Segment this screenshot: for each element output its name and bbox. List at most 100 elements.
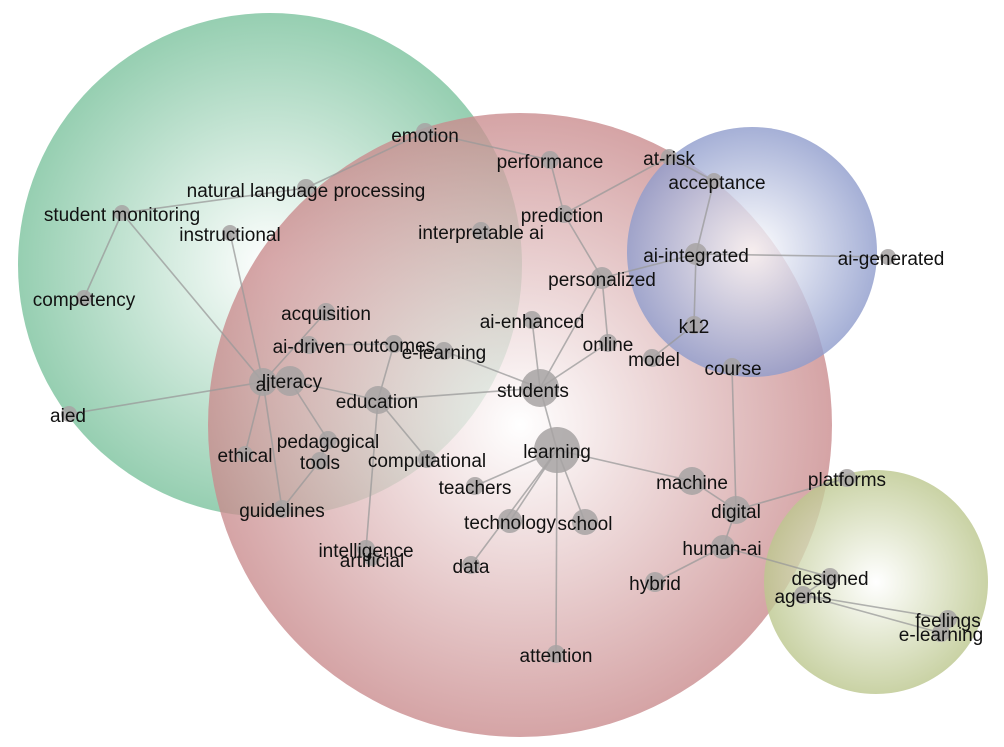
node-label-at-risk: at-risk — [643, 149, 695, 170]
node-label-platforms: platforms — [808, 470, 886, 491]
node-e-learning[interactable] — [435, 342, 453, 360]
edge-aied-ai — [68, 381, 264, 415]
node-attention[interactable] — [547, 645, 565, 663]
node-label-competency: competency — [33, 290, 136, 311]
node-outcomes[interactable] — [385, 335, 403, 353]
node-label-tools: tools — [300, 453, 340, 474]
node-acquisition[interactable] — [317, 303, 335, 321]
edge-learning-machine — [556, 449, 693, 482]
edge-emotion-performance — [424, 131, 551, 161]
node-interpretable-ai[interactable] — [472, 222, 490, 240]
node-acceptance[interactable] — [706, 173, 722, 189]
edge-acceptance-ai-integrated — [695, 180, 715, 255]
node-online[interactable] — [599, 334, 617, 352]
node-machine[interactable] — [678, 467, 706, 495]
node-label-ai-enhanced: ai-enhanced — [480, 312, 585, 333]
node-artificial[interactable] — [364, 550, 380, 566]
node-model[interactable] — [643, 349, 661, 367]
node-data[interactable] — [462, 556, 480, 574]
node-label-k12: k12 — [679, 317, 710, 338]
node-label-feelings: feelings — [915, 611, 981, 632]
node-label-ai: ai — [256, 375, 271, 396]
node-label-artificial: artificial — [340, 551, 404, 572]
node-prediction[interactable] — [555, 205, 573, 223]
node-technology[interactable] — [498, 509, 522, 533]
node-pedagogical[interactable] — [319, 431, 337, 449]
node-label-aied: aied — [50, 406, 86, 427]
node-students[interactable] — [521, 369, 559, 407]
edge-course-digital — [731, 366, 737, 511]
node-label-student-monitoring: student monitoring — [44, 205, 200, 226]
edge-student-monitoring-competency — [83, 212, 123, 299]
edge-prediction-at-risk — [563, 156, 670, 215]
edge-emotion-nlp — [305, 131, 426, 189]
node-label-literacy: literacy — [262, 372, 323, 393]
node-education[interactable] — [364, 386, 392, 414]
edge-ai-integrated-k12 — [693, 253, 697, 326]
node-student-monitoring[interactable] — [114, 205, 130, 221]
edge-education-intelligence — [365, 399, 379, 550]
node-competency[interactable] — [76, 290, 92, 306]
node-ai-driven[interactable] — [300, 336, 318, 354]
node-digital[interactable] — [722, 496, 750, 524]
node-label-pedagogical: pedagogical — [277, 432, 379, 453]
edge-agents-feelings — [802, 594, 949, 620]
node-label-data: data — [453, 557, 490, 578]
node-ai-integrated[interactable] — [685, 243, 707, 265]
node-emotion[interactable] — [416, 123, 434, 141]
node-label-acceptance: acceptance — [668, 173, 765, 194]
edge-ai-acquisition — [262, 311, 327, 383]
node-school[interactable] — [572, 509, 598, 535]
node-guidelines[interactable] — [273, 500, 291, 518]
node-platforms[interactable] — [838, 469, 856, 487]
node-personalized[interactable] — [591, 267, 613, 289]
node-label-prediction: prediction — [521, 206, 603, 227]
node-k12[interactable] — [685, 316, 703, 334]
edge-human-ai-designed — [722, 546, 831, 578]
cluster-blue — [627, 127, 877, 377]
edge-digital-platforms — [735, 477, 848, 511]
node-agents[interactable] — [794, 586, 812, 604]
node-label-nlp: natural language processing — [187, 181, 426, 202]
node-feelings[interactable] — [939, 610, 957, 628]
node-instructional[interactable] — [222, 225, 238, 241]
node-layer — [61, 123, 957, 663]
edge-ai-integrated-personalized — [601, 253, 697, 279]
node-label-e-learning: e-learning — [402, 343, 487, 364]
node-teachers[interactable] — [466, 477, 484, 495]
node-label-performance: performance — [497, 152, 604, 173]
node-label-technology: technology — [464, 513, 556, 534]
edge-ai-guidelines — [262, 381, 283, 510]
node-label-acquisition: acquisition — [281, 304, 371, 325]
node-ethical[interactable] — [237, 446, 253, 462]
node-performance[interactable] — [541, 151, 559, 169]
node-aied[interactable] — [61, 406, 77, 422]
node-designed[interactable] — [821, 568, 839, 586]
node-hybrid[interactable] — [645, 572, 665, 592]
node-ai[interactable] — [249, 368, 277, 396]
node-course[interactable] — [723, 358, 741, 376]
node-human-ai[interactable] — [711, 535, 735, 559]
node-literacy[interactable] — [275, 366, 305, 396]
node-label-digital: digital — [711, 502, 761, 523]
edge-literacy-education — [289, 380, 379, 401]
node-e-learning-2[interactable] — [932, 624, 950, 642]
edge-tools-guidelines — [281, 460, 321, 510]
edge-ai-integrated-ai-generated — [695, 253, 889, 258]
node-computational[interactable] — [418, 450, 436, 468]
node-label-teachers: teachers — [439, 478, 512, 499]
node-label-ai-generated: ai-generated — [838, 249, 945, 270]
node-label-attention: attention — [520, 646, 593, 667]
node-nlp[interactable] — [297, 179, 315, 197]
edge-learning-attention — [555, 449, 558, 655]
node-at-risk[interactable] — [661, 149, 677, 165]
node-ai-generated[interactable] — [880, 249, 896, 265]
node-tools[interactable] — [311, 452, 329, 470]
edge-instructional-ai — [229, 232, 264, 383]
node-label-school: school — [558, 514, 613, 535]
node-label-agents: agents — [774, 587, 831, 608]
node-learning[interactable] — [534, 427, 580, 473]
node-ai-enhanced[interactable] — [523, 311, 541, 329]
